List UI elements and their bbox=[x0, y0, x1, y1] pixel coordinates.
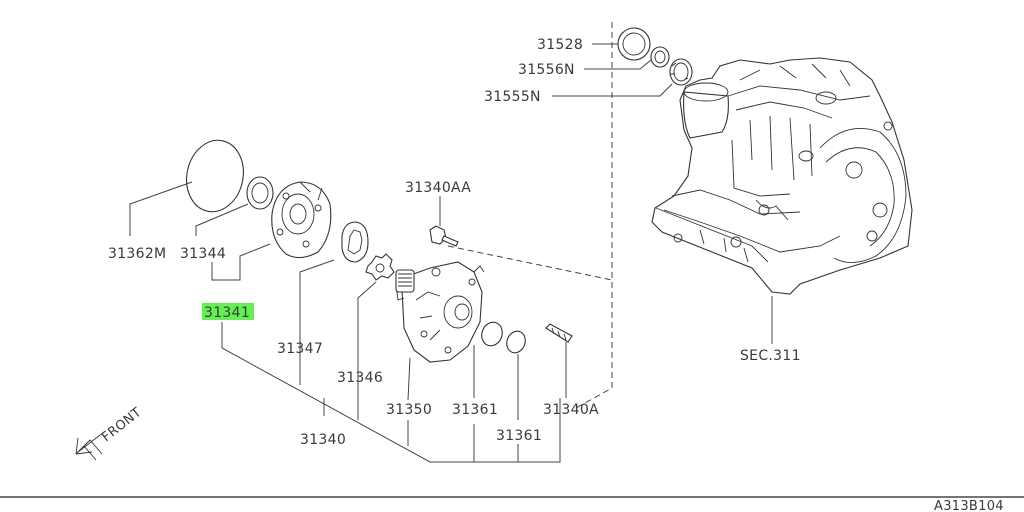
bolt-31340a[interactable] bbox=[545, 323, 573, 343]
label-31341[interactable]: 31341 bbox=[204, 305, 250, 321]
label-31347[interactable]: 31347 bbox=[277, 341, 323, 357]
bolt-31340aa[interactable] bbox=[429, 225, 459, 247]
seal-ring-31528[interactable] bbox=[617, 27, 651, 61]
diagram-code: A313B104 bbox=[934, 499, 1004, 512]
label-sec-311[interactable]: SEC.311 bbox=[740, 348, 801, 364]
pump-cover-31350[interactable] bbox=[395, 261, 485, 363]
label-31350[interactable]: 31350 bbox=[386, 402, 432, 418]
transmission-case[interactable] bbox=[651, 57, 913, 295]
label-31361-a[interactable]: 31361 bbox=[452, 402, 498, 418]
highlight-box bbox=[202, 303, 254, 320]
oil-seal-31555n[interactable] bbox=[669, 58, 693, 86]
label-31340a[interactable]: 31340A bbox=[543, 402, 599, 418]
label-31555n[interactable]: 31555N bbox=[484, 89, 541, 105]
label-31340aa[interactable]: 31340AA bbox=[405, 180, 471, 196]
label-31346[interactable]: 31346 bbox=[337, 370, 383, 386]
oil-seal-31344[interactable] bbox=[246, 176, 274, 210]
label-31340[interactable]: 31340 bbox=[300, 432, 346, 448]
pump-housing-31341[interactable] bbox=[271, 181, 332, 259]
inner-gear-31346[interactable] bbox=[365, 253, 395, 281]
label-31362m[interactable]: 31362M bbox=[108, 246, 166, 262]
front-label: FRONT bbox=[99, 405, 144, 445]
front-direction-arrow: FRONT bbox=[75, 405, 145, 461]
o-ring-31362m[interactable] bbox=[180, 135, 250, 217]
seal-ring-31361-b[interactable] bbox=[504, 329, 528, 356]
label-31344[interactable]: 31344 bbox=[180, 246, 226, 262]
seal-ring-31361-a[interactable] bbox=[478, 319, 505, 348]
seal-ring-31556n[interactable] bbox=[650, 46, 670, 68]
label-31361-b[interactable]: 31361 bbox=[496, 428, 542, 444]
outer-gear-31347[interactable] bbox=[341, 221, 369, 263]
label-31528[interactable]: 31528 bbox=[537, 37, 583, 53]
label-31556n[interactable]: 31556N bbox=[518, 62, 575, 78]
